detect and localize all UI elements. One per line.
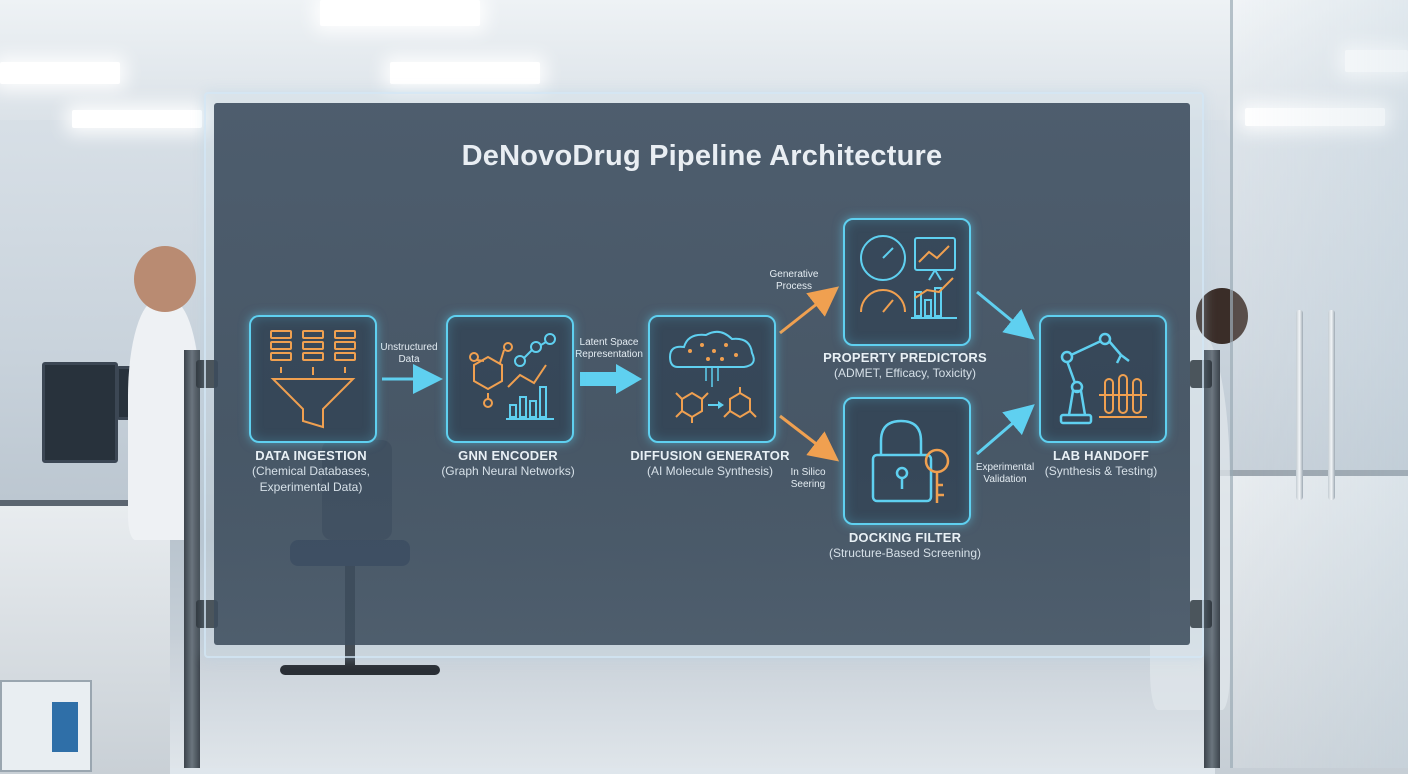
stand-post-left	[184, 350, 200, 768]
edge-label-experimental-validation: Experimental Validation	[960, 462, 1050, 486]
gauge-chart-icon	[860, 235, 957, 319]
node-title: DIFFUSION GENERATOR	[630, 448, 790, 463]
lock-key-icon	[871, 419, 950, 503]
node-title: GNN ENCODER	[458, 448, 558, 463]
glass-door	[1230, 0, 1408, 768]
edge-label-latent-space: Latent Space Representation	[564, 337, 654, 361]
node-subtitle: (Structure-Based Screening)	[828, 546, 982, 560]
node-diffusion-generator	[648, 315, 776, 443]
node-subtitle: Experimental Data)	[259, 480, 363, 494]
ceiling-light	[390, 62, 540, 84]
edge-label-line: Experimental	[975, 462, 1035, 473]
node-subtitle: (Graph Neural Networks)	[441, 464, 575, 478]
lab-bench-right	[1215, 470, 1408, 774]
node-title: PROPERTY PREDICTORS	[823, 350, 987, 365]
node-label-data-ingestion: DATA INGESTION (Chemical Databases, Expe…	[211, 448, 411, 495]
molecular-graph-icon	[469, 333, 556, 420]
ceiling-light	[1345, 50, 1408, 72]
stand-post-right	[1204, 350, 1220, 768]
cabinet-label	[52, 702, 78, 752]
edge-label-unstructured-data: Unstructured Data	[364, 342, 454, 366]
node-gnn-encoder	[446, 315, 574, 443]
node-title: DATA INGESTION	[255, 448, 367, 463]
edge-label-generative-process: Generative Process	[749, 269, 839, 293]
stand-clamp	[1190, 360, 1212, 388]
edge-label-line: Representation	[575, 349, 643, 360]
door-handle	[1296, 310, 1303, 500]
node-subtitle: (Synthesis & Testing)	[1044, 464, 1158, 478]
node-label-docking-filter: DOCKING FILTER (Structure-Based Screenin…	[805, 530, 1005, 561]
office-chair-base	[280, 665, 440, 675]
stand-clamp	[1190, 600, 1212, 628]
edge-label-line: Data	[398, 354, 420, 365]
lab-cabinet	[0, 680, 92, 772]
node-docking-filter	[843, 397, 971, 525]
node-label-lab-handoff: LAB HANDOFF (Synthesis & Testing)	[1001, 448, 1201, 479]
edge-label-line: Validation	[983, 474, 1027, 485]
edge-label-line: Process	[775, 281, 813, 292]
diagram-title: DeNovoDrug Pipeline Architecture	[461, 140, 943, 172]
node-label-gnn-encoder: GNN ENCODER (Graph Neural Networks)	[408, 448, 608, 479]
edge-label-in-silico: In Silico Seering	[763, 467, 853, 491]
node-property-predictors	[843, 218, 971, 346]
door-handle	[1328, 310, 1335, 500]
ceiling-light	[1245, 108, 1385, 126]
node-data-ingestion	[249, 315, 377, 443]
edge-label-line: Unstructured	[380, 342, 438, 353]
node-title: LAB HANDOFF	[1052, 448, 1150, 463]
edge-label-line: Seering	[790, 479, 826, 490]
edge-label-line: Latent Space	[579, 337, 639, 348]
scientist-head	[1196, 288, 1248, 344]
ceiling-light	[72, 110, 202, 128]
robot-arm-test-tubes-icon	[1059, 332, 1147, 425]
node-lab-handoff	[1039, 315, 1167, 443]
edge-label-line: Generative	[769, 269, 819, 280]
cloud-molecule-icon	[668, 330, 757, 423]
ceiling-light	[320, 0, 480, 26]
lab-ceiling	[0, 0, 1408, 120]
node-title: DOCKING FILTER	[848, 530, 962, 545]
stand-clamp	[196, 600, 218, 628]
node-label-diffusion-generator: DIFFUSION GENERATOR (AI Molecule Synthes…	[610, 448, 810, 479]
stand-clamp	[196, 360, 218, 388]
node-label-property-predictors: PROPERTY PREDICTORS (ADMET, Efficacy, To…	[805, 350, 1005, 381]
node-subtitle: (Chemical Databases,	[251, 464, 371, 478]
lab-monitor	[42, 362, 118, 463]
database-funnel-icon	[270, 330, 356, 429]
ceiling-light	[0, 62, 120, 84]
edge-label-line: In Silico	[790, 467, 826, 478]
scientist-head	[134, 246, 196, 312]
node-subtitle: (AI Molecule Synthesis)	[646, 464, 774, 478]
node-subtitle: (ADMET, Efficacy, Toxicity)	[833, 366, 977, 380]
